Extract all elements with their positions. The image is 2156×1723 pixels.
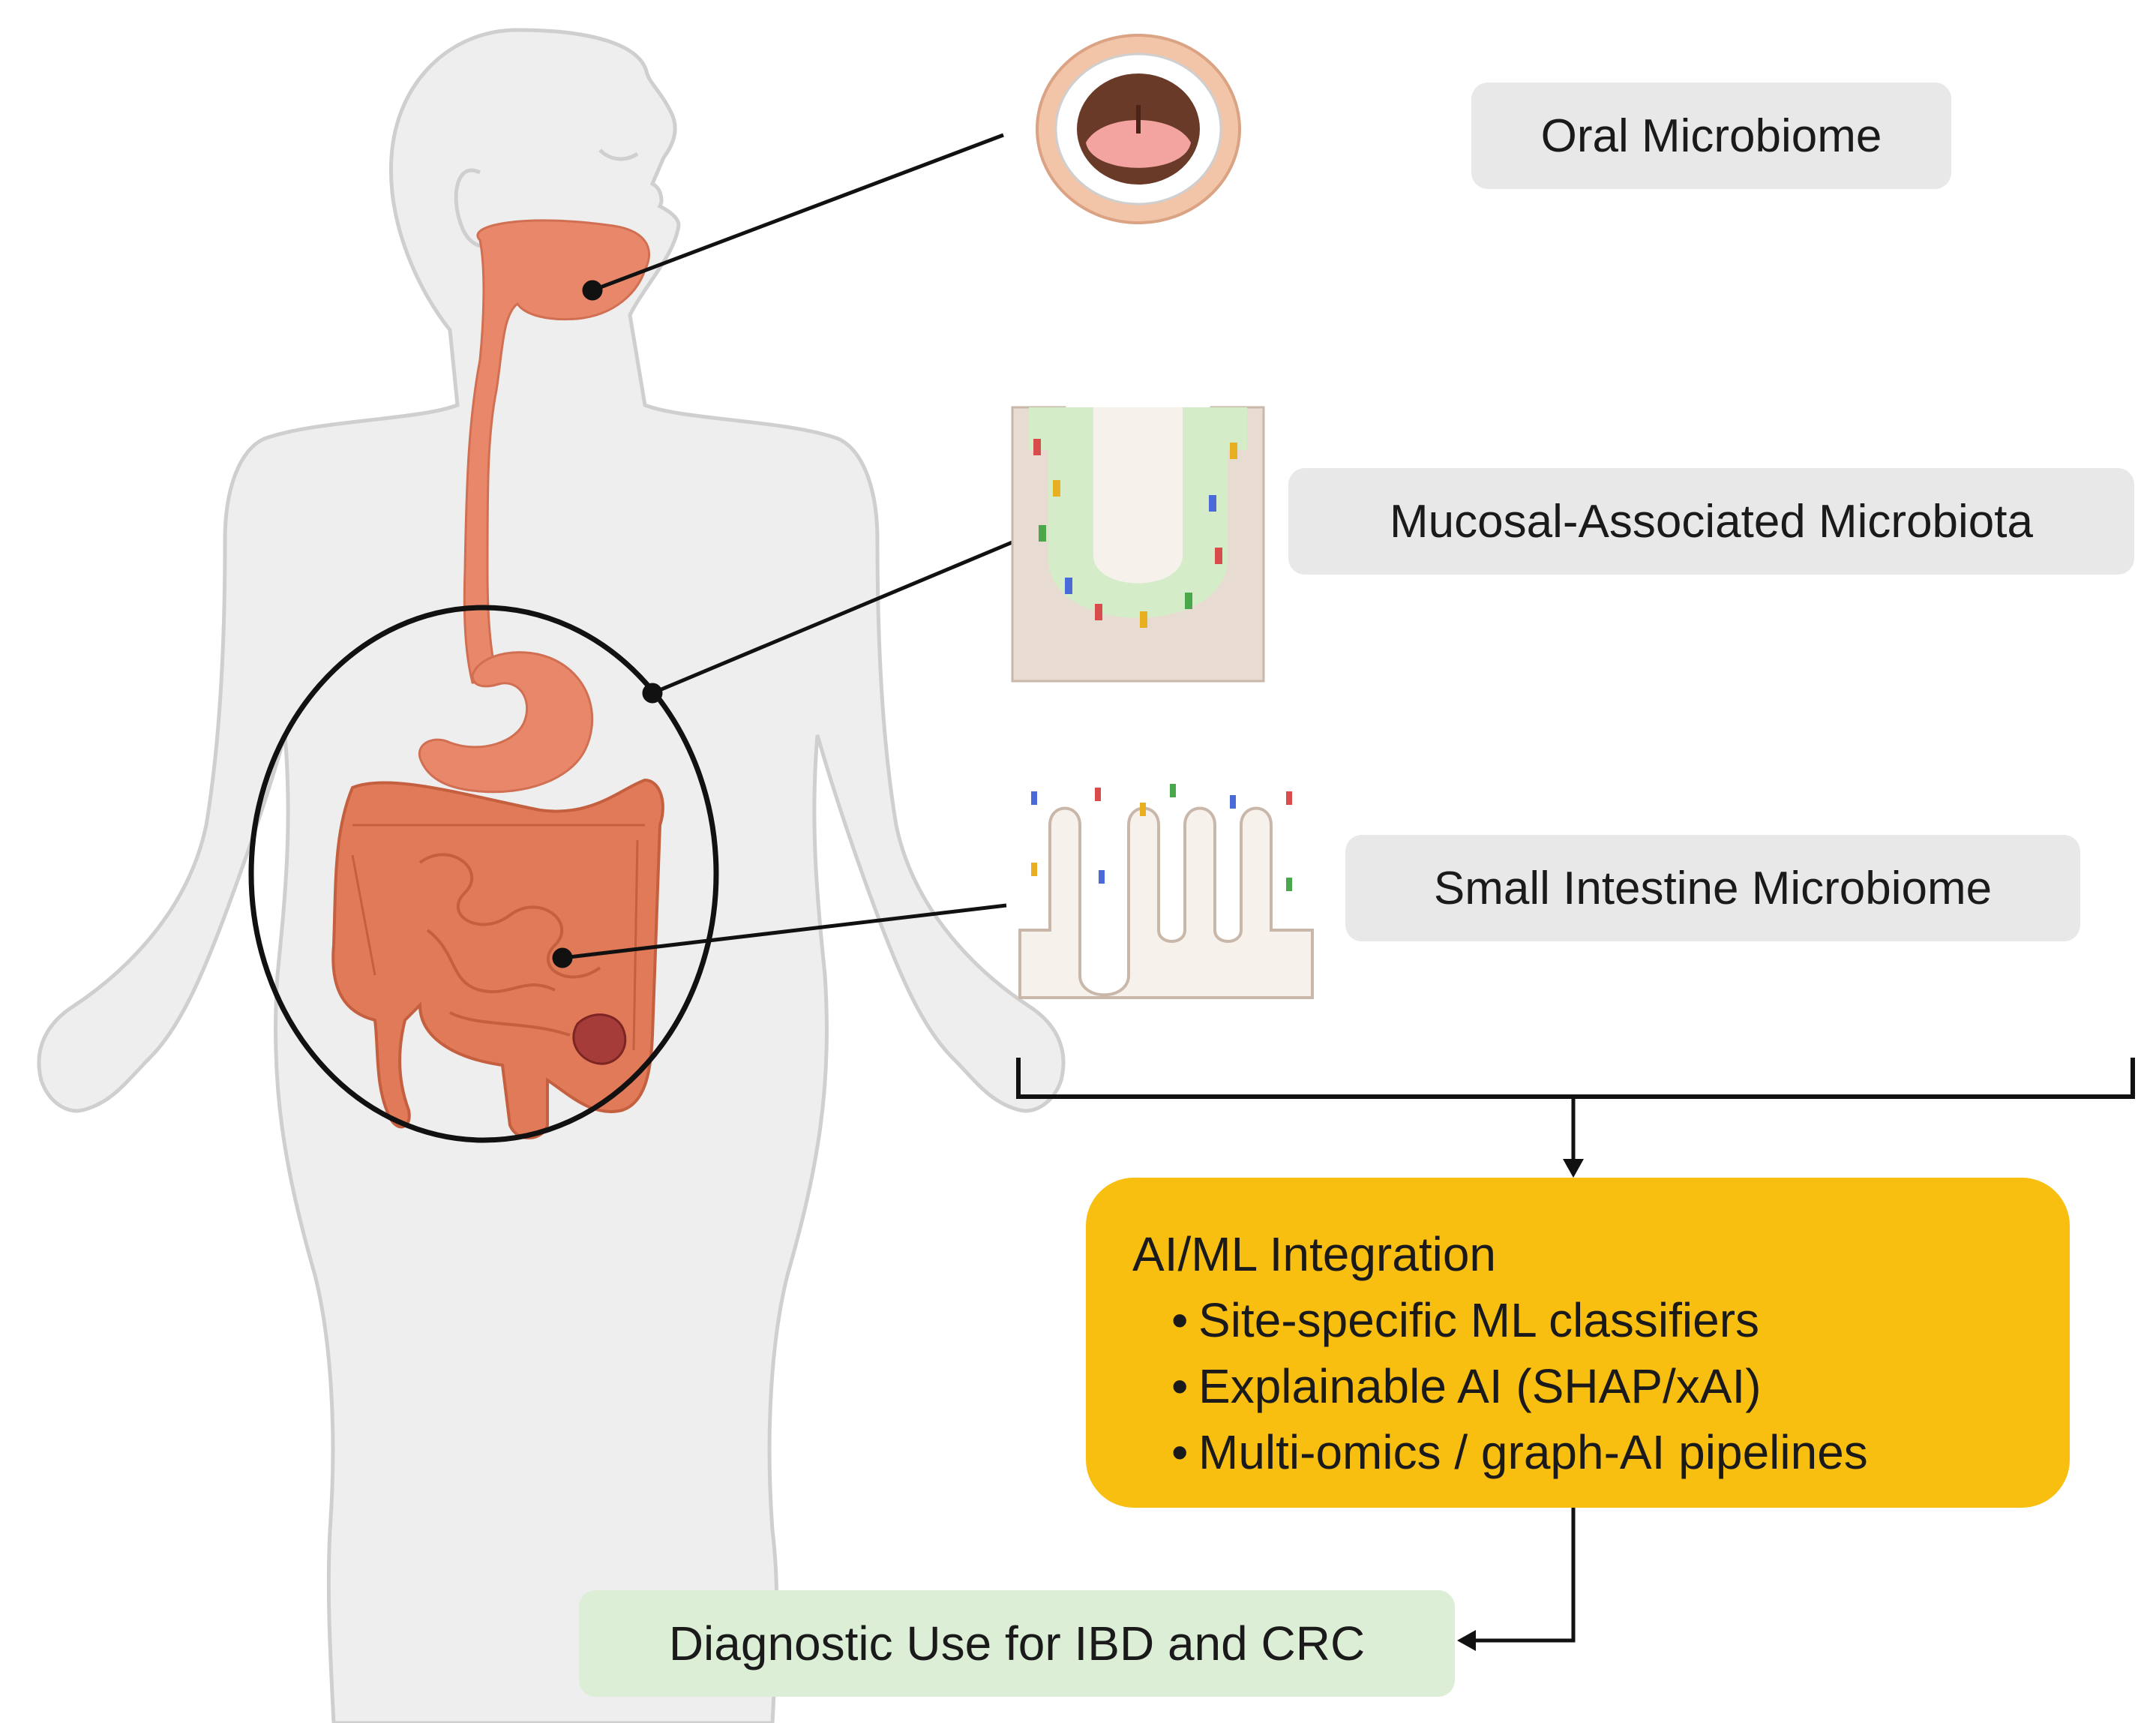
connector-dot-mucosal [642, 683, 663, 704]
colon-haustra [351, 824, 645, 1051]
tumor [572, 1013, 627, 1065]
ai-ml-bullet-list: Site-specific ML classifiers Explainable… [1132, 1287, 2070, 1485]
small-intestine-coils [418, 853, 601, 1037]
connector-oral [592, 133, 1004, 293]
mucosal-crypt-icon [1011, 406, 1265, 683]
intestinal-villi-icon [1018, 780, 1314, 999]
diagnostic-use-box: Diagnostic Use for IBD and CRC [579, 1590, 1455, 1697]
bullet-item: Site-specific ML classifiers [1171, 1287, 2070, 1353]
arrowhead-left [1457, 1630, 1476, 1651]
arrowhead-down [1563, 1159, 1584, 1178]
closed-eye [598, 149, 639, 161]
connector-dot-oral [582, 280, 603, 301]
abdomen-focus-circle [248, 605, 719, 1143]
connector-small-intestine [562, 903, 1007, 960]
bullet-item: Explainable AI (SHAP/xAI) [1171, 1353, 2070, 1419]
small-intestine-microbiome-label: Small Intestine Microbiome [1345, 835, 2080, 941]
ai-ml-integration-box: AI/ML Integration Site-specific ML class… [1086, 1178, 2070, 1508]
mouth-icon [1036, 34, 1241, 224]
connector-mucosal [652, 539, 1015, 695]
oral-microbiome-label: Oral Microbiome [1471, 83, 1951, 189]
mucosal-microbiota-label: Mucosal-Associated Microbiota [1288, 468, 2134, 575]
ai-ml-integration-title: AI/ML Integration [1132, 1227, 1496, 1281]
arrow-to-outcome [1476, 1508, 1576, 1643]
sites-bracket [1016, 1058, 2135, 1099]
digestive-tract-icon [331, 219, 664, 1139]
bacteria-dots [1031, 784, 1292, 891]
oral-cavity-esophagus [463, 219, 650, 684]
bacteria-dots [1033, 439, 1237, 628]
bullet-item: Multi-omics / graph-AI pipelines [1171, 1419, 2070, 1485]
connector-dot-small-intestine [552, 947, 573, 968]
stomach [418, 651, 594, 794]
